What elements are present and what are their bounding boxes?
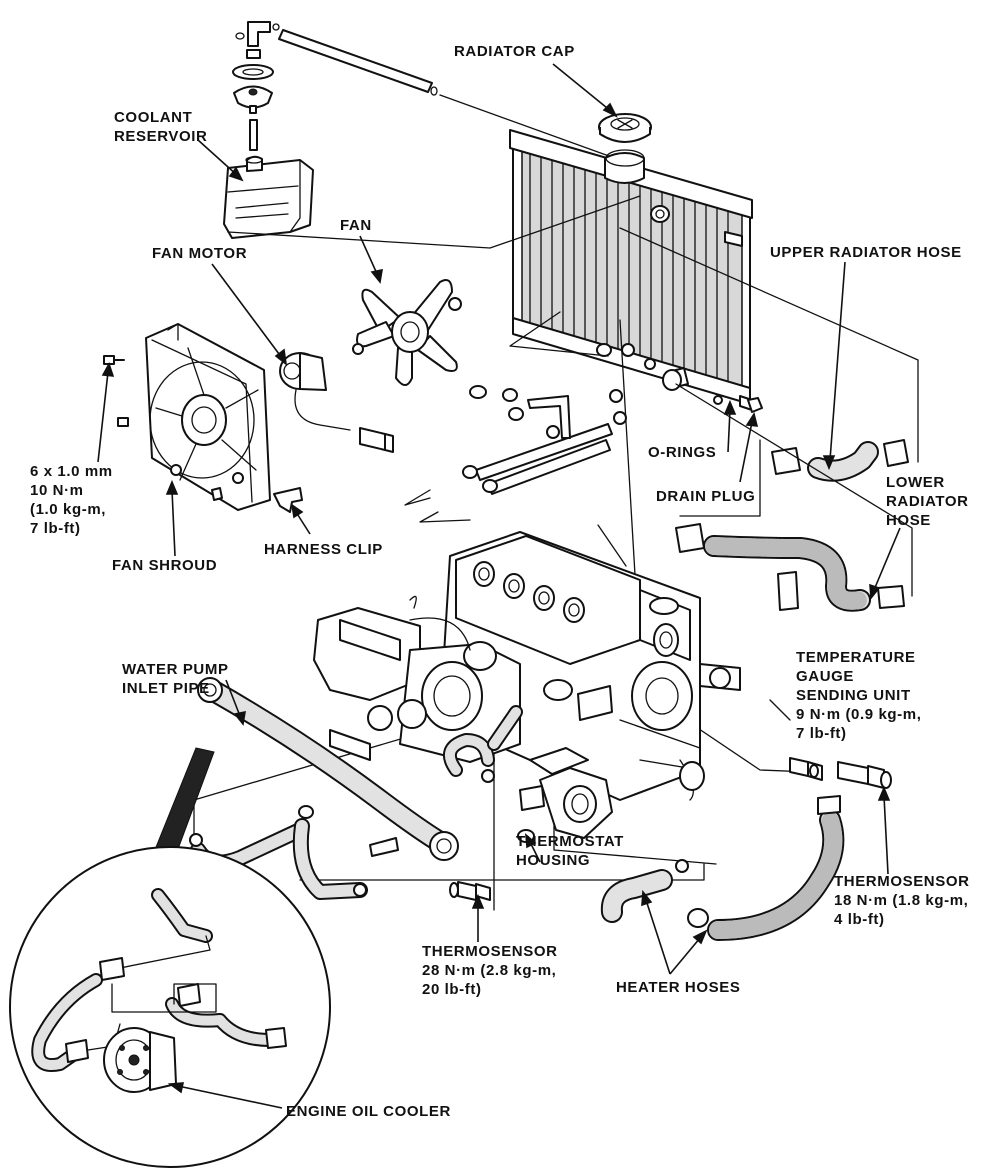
fan-label: FAN xyxy=(340,217,372,234)
water-pump-inlet-pipe-label: WATER PUMP INLET PIPE xyxy=(122,661,229,697)
lower-radiator-hose-label: LOWER RADIATOR HOSE xyxy=(886,474,969,529)
mounting-bolt-icon xyxy=(103,355,129,427)
thermostat-housing-label: THERMOSTAT HOUSING xyxy=(516,833,624,869)
radiator-cap-label: RADIATOR CAP xyxy=(454,43,575,60)
upper-radiator-hose-label: UPPER RADIATOR HOSE xyxy=(770,244,962,261)
upper-radiator-hose-icon xyxy=(771,439,909,482)
fan-motor-label: FAN MOTOR xyxy=(152,245,248,262)
drain-plug-label: DRAIN PLUG xyxy=(656,488,756,505)
coolant-reservoir-icon xyxy=(223,155,314,239)
o-rings-label: O-RINGS xyxy=(648,444,717,461)
fan-icon xyxy=(352,279,462,386)
overflow-tube-icon xyxy=(272,23,621,161)
fan-motor-icon xyxy=(279,352,394,453)
harness-clip-label: HARNESS CLIP xyxy=(264,541,383,558)
thermostat-housing-icon xyxy=(517,679,613,843)
fan-shroud-label: FAN SHROUD xyxy=(112,557,218,574)
coolant-reservoir-label: COOLANT RESERVOIR xyxy=(114,109,208,145)
radiator-cap-icon xyxy=(598,113,652,143)
temperature-gauge-sending-unit-label: TEMPERATURE GAUGE SENDING UNIT 9 N·m (0.… xyxy=(796,649,922,742)
heater-hoses-label: HEATER HOSES xyxy=(616,979,741,996)
leader-lines xyxy=(97,63,901,1109)
flow-arrow-icon xyxy=(404,489,471,523)
thermosensor-bottom-label: THERMOSENSOR 28 N·m (2.8 kg-m, 20 lb-ft) xyxy=(422,943,558,998)
mounting-bolt-spec-label: 6 x 1.0 mm 10 N·m (1.0 kg-m, 7 lb-ft) xyxy=(30,463,113,537)
reservoir-filler-assembly-icon xyxy=(232,21,274,151)
thermosensor-right-icon xyxy=(837,761,892,789)
water-pump-inlet-pipe-icon xyxy=(197,677,459,861)
heater-hoses-icon xyxy=(600,795,845,941)
harness-clip-icon xyxy=(273,487,303,513)
fan-shroud-icon xyxy=(145,323,271,511)
oil-cooler-detail-icon xyxy=(9,747,331,1168)
lower-radiator-hose-icon xyxy=(675,523,905,612)
temperature-gauge-sending-unit-icon xyxy=(789,757,823,781)
thermosensor-bottom-icon xyxy=(449,881,491,901)
bypass-tubes-icon xyxy=(462,343,763,495)
engine-oil-cooler-label: ENGINE OIL COOLER xyxy=(286,1103,451,1120)
throttle-body-icon xyxy=(313,595,521,763)
thermosensor-right-label: THERMOSENSOR 18 N·m (1.8 kg-m, 4 lb-ft) xyxy=(834,873,970,928)
